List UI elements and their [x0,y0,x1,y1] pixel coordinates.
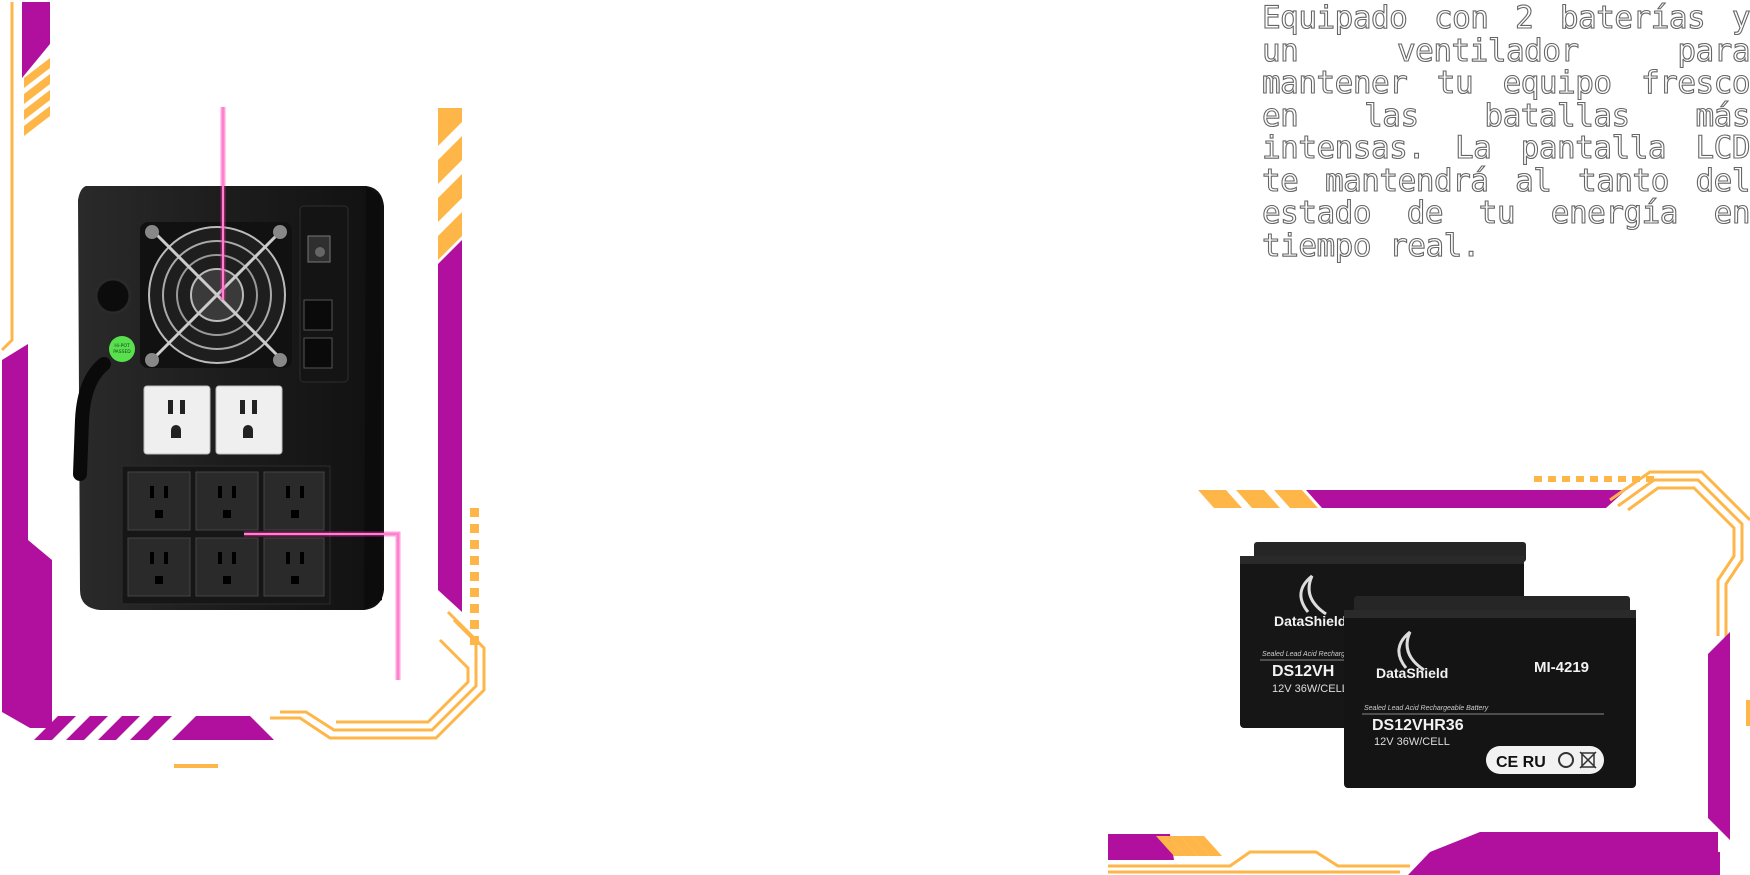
no-trash-icon [1581,752,1595,768]
frame-outline-bottom-a [270,610,486,740]
battery-back-model: DS12VH [1272,663,1334,680]
svg-text:PASSED: PASSED [113,349,131,355]
battery-front-spec: 12V 36W/CELL [1374,736,1450,748]
battery-back-spec: 12V 36W/CELL [1272,683,1348,695]
frame-outline-top-right-b [1617,478,1744,640]
frame-stripes-bottom [34,716,274,740]
frame-bar-top-left [22,2,50,78]
frame-bar-right [438,240,462,612]
frame-bar-bottom-left-2 [1108,834,1174,860]
ups-breaker [94,277,132,315]
ups-hipot-sticker: Hi-POT PASSED [109,336,135,362]
svg-text:Hi-POT: Hi-POT [114,343,130,349]
battery-back-brand: DataShield [1274,613,1346,629]
frame-dash-bottom [174,764,218,768]
battery-front-subtitle: Sealed Lead Acid Rechargeable Battery [1364,705,1489,712]
frame-stripes-bottom-2 [1156,836,1222,856]
frame-outline-bottom-b [280,618,478,732]
frame-outline-top-right-a [1609,470,1750,522]
frame-dash-right [1746,700,1750,726]
battery-front: DataShield MI-4219 Sealed Lead Acid Rech… [1344,596,1636,788]
product-description: Equipado con 2 baterías y un ventilador … [1261,0,1750,264]
frame-bar-top-right [1306,490,1626,508]
ups-case-side [364,186,382,610]
frame-stripes-right [438,108,462,260]
frame-bar-bottom-right-top [1430,832,1718,852]
ups-fan [140,222,292,368]
frame-outline-top-right-c [1627,486,1736,636]
battery-front-brand: DataShield [1376,665,1448,681]
recycle-icon [1558,752,1574,768]
frame-outline-bottom-2 [1108,850,1410,868]
frame-outline-left [0,2,14,352]
frame-bar-bottom-right [1408,852,1720,875]
frame-stripes-top-left [24,58,50,136]
ups-power-cord [73,357,111,481]
frame-outline-bottom-c [336,638,470,724]
laser-lines [220,107,401,680]
battery-front-code: MI-4219 [1534,659,1589,676]
frame-stripes-right-2 [1710,690,1728,792]
battery-front-model: DS12VHR36 [1372,717,1464,734]
battery-back-subtitle: Sealed Lead Acid Rechargeable Battery [1262,651,1387,658]
frame-bar-left [2,344,52,728]
battery-front-certs: CE RU [1496,754,1546,771]
frame-dots-top-right [1534,476,1654,482]
ups-battery-outlets [143,385,283,455]
ups-ports [299,205,349,383]
